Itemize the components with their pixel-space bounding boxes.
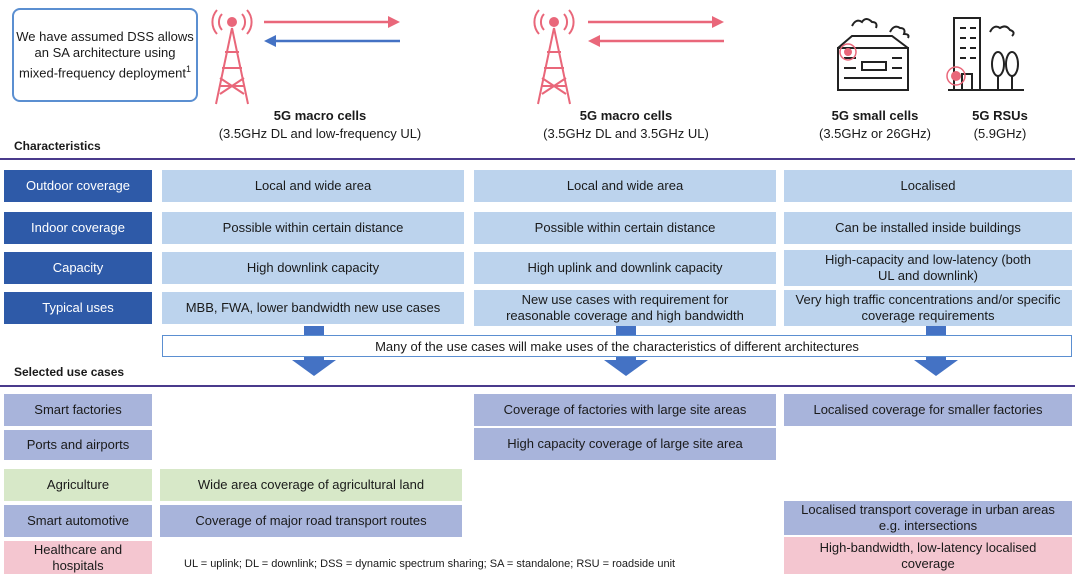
capacity-col1: High downlink capacity xyxy=(162,252,464,284)
architecture-banner: Many of the use cases will make uses of … xyxy=(162,335,1072,357)
smart-automotive-col1: Coverage of major road transport routes xyxy=(160,505,462,537)
row-label-outdoor-coverage: Outdoor coverage xyxy=(4,170,152,202)
use-cases-heading: Selected use cases xyxy=(14,365,125,379)
uplink-downlink-arrows-icon xyxy=(264,16,400,47)
uplink-downlink-arrows-icon xyxy=(588,16,724,47)
roadside-unit-icon xyxy=(946,17,1024,91)
use-case-smart-factories: Smart factories xyxy=(4,394,152,426)
characteristics-heading: Characteristics xyxy=(14,139,101,153)
use-case-agriculture: Agriculture xyxy=(4,469,152,501)
use-case-smart-automotive: Smart automotive xyxy=(4,505,152,537)
use-case-ports-airports: Ports and airports xyxy=(4,430,152,460)
column-title-small-cells: 5G small cells xyxy=(831,108,919,123)
row-label-indoor-coverage: Indoor coverage xyxy=(4,212,152,244)
assumption-note: We have assumed DSS allows an SA archite… xyxy=(12,8,198,102)
ports-airports-col2: High capacity coverage of large site are… xyxy=(474,428,776,460)
indoor-coverage-col2: Possible within certain distance xyxy=(474,212,776,244)
smart-factories-col3: Localised coverage for smaller factories xyxy=(784,394,1072,426)
capacity-col2: High uplink and downlink capacity xyxy=(474,252,776,284)
footnote-marker: 1 xyxy=(185,63,191,74)
small-cell-building-icon xyxy=(837,18,910,91)
column-title-macro-low-ul: 5G macro cells xyxy=(273,108,367,123)
abbreviations-footnote: UL = uplink; DL = downlink; DSS = dynami… xyxy=(184,558,676,570)
row-label-typical-uses: Typical uses xyxy=(4,292,152,324)
typical-uses-col1: MBB, FWA, lower bandwidth new use cases xyxy=(162,292,464,324)
typical-uses-col3: Very high traffic concentrations and/or … xyxy=(784,290,1072,326)
agriculture-col1: Wide area coverage of agricultural land xyxy=(160,469,462,501)
outdoor-coverage-col3: Localised xyxy=(784,170,1072,202)
column-subtitle-small-cells: (3.5GHz or 26GHz) xyxy=(819,126,931,141)
typical-uses-col2: New use cases with requirement for reaso… xyxy=(474,290,776,326)
outdoor-coverage-col1: Local and wide area xyxy=(162,170,464,202)
column-title-macro-35-ul: 5G macro cells xyxy=(579,108,673,123)
macro-cell-tower-icon xyxy=(533,9,575,105)
section-divider xyxy=(0,158,1075,160)
indoor-coverage-col1: Possible within certain distance xyxy=(162,212,464,244)
smart-automotive-col3: Localised transport coverage in urban ar… xyxy=(784,501,1072,535)
healthcare-col3: High-bandwidth, low-latency localised co… xyxy=(784,537,1072,574)
outdoor-coverage-col2: Local and wide area xyxy=(474,170,776,202)
capacity-col3: High-capacity and low-latency (both UL a… xyxy=(784,250,1072,286)
column-title-rsus: 5G RSUs xyxy=(972,108,1028,123)
column-subtitle-macro-low-ul: (3.5GHz DL and low-frequency UL) xyxy=(218,126,422,141)
column-subtitle-macro-35-ul: (3.5GHz DL and 3.5GHz UL) xyxy=(543,126,709,141)
smart-factories-col2: Coverage of factories with large site ar… xyxy=(474,394,776,426)
assumption-note-text: We have assumed DSS allows an SA archite… xyxy=(16,28,194,81)
column-subtitle-rsus: (5.9GHz) xyxy=(973,126,1027,141)
indoor-coverage-col3: Can be installed inside buildings xyxy=(784,212,1072,244)
use-case-healthcare: Healthcare and hospitals xyxy=(4,541,152,574)
macro-cell-tower-icon xyxy=(211,9,253,105)
row-label-capacity: Capacity xyxy=(4,252,152,284)
section-divider xyxy=(0,385,1075,387)
